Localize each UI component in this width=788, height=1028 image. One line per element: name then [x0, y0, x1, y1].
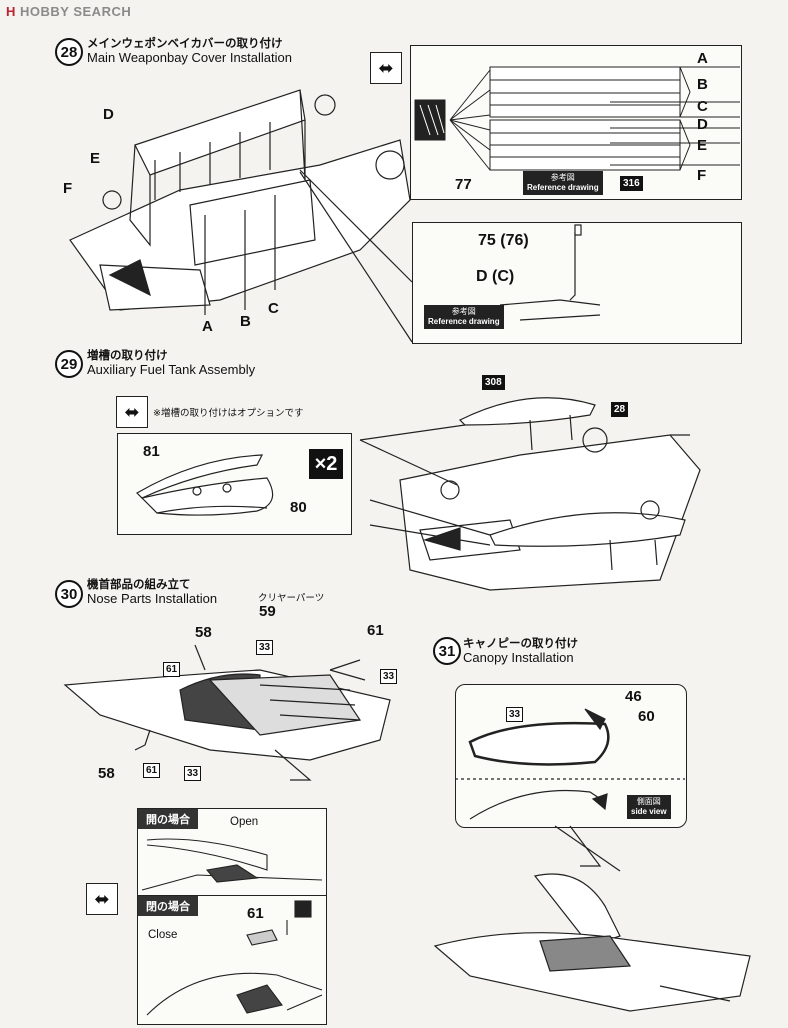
- step-30-title-en: Nose Parts Installation: [87, 591, 218, 606]
- part-59: 59: [259, 603, 276, 620]
- open-header-jp: 開の場合: [138, 809, 198, 829]
- close-header-jp: 閉の場合: [138, 896, 198, 916]
- close-part-61: 61: [247, 905, 264, 922]
- part-33-a: 33: [256, 640, 274, 655]
- step-28-label-a: A: [202, 318, 213, 335]
- ref-step-28: 28: [611, 402, 629, 417]
- inset-label-e: E: [697, 137, 708, 154]
- part-61-top-right: 61: [367, 622, 384, 639]
- detail-ref-d-c: D (C): [476, 268, 515, 285]
- step-28-illustration: [69, 89, 411, 315]
- step-29-title-en: Auxiliary Fuel Tank Assembly: [87, 362, 256, 377]
- open-canopy-illustration: [141, 838, 323, 891]
- detail-part-75-76: 75 (76): [478, 232, 529, 249]
- step-29-title-jp: 増槽の取り付け: [87, 348, 168, 362]
- close-label-en: Close: [148, 929, 178, 941]
- multiplier-badge: ×2: [309, 449, 343, 479]
- part-61-c: 61: [143, 763, 161, 778]
- step-31-title-jp: キャノピーの取り付け: [463, 636, 578, 650]
- inset-label-a: A: [697, 50, 708, 67]
- step-28-label-d: D: [103, 106, 114, 123]
- step-28-title-jp: メインウェポンベイカバーの取り付け: [87, 36, 283, 50]
- watermark-logo: H HOBBY SEARCH: [6, 4, 132, 19]
- open-label-en: Open: [230, 816, 259, 828]
- step-30-number: 30: [55, 580, 83, 608]
- inset-label-b: B: [697, 76, 708, 93]
- step-31-number: 31: [433, 637, 461, 665]
- step-28-title-en: Main Weaponbay Cover Installation: [87, 50, 292, 65]
- part-58-top: 58: [195, 624, 212, 641]
- step-29-aircraft-illustration: [359, 397, 701, 591]
- option-arrow-icon: ⬌: [86, 883, 118, 915]
- decal-316: 316: [620, 176, 643, 191]
- part-80: 80: [290, 499, 307, 516]
- inset-label-c: C: [697, 98, 708, 115]
- step-28-number: 28: [55, 38, 83, 66]
- part-33-c: 33: [184, 766, 202, 781]
- closed-canopy-illustration: [146, 900, 323, 1016]
- part-33-b: 33: [380, 669, 398, 684]
- inset-part-77: 77: [455, 176, 472, 193]
- inset-label-d: D: [697, 116, 708, 133]
- step-31-aircraft-illustration: [433, 825, 751, 1012]
- fuel-tank-illustration: [136, 454, 274, 516]
- step-29-number: 29: [55, 350, 83, 378]
- part-61-a: 61: [163, 662, 181, 677]
- step-29-note: ※増槽の取り付けはオプションです: [153, 408, 304, 419]
- optional-arrow-icon: ⬌: [116, 396, 148, 428]
- inset-label-f: F: [697, 167, 707, 184]
- step-28-label-e: E: [90, 150, 101, 167]
- step-31-title-en: Canopy Installation: [463, 650, 574, 665]
- decal-308: 308: [482, 375, 505, 390]
- part-33-canopy: 33: [506, 707, 524, 722]
- top-view-weaponbay-illustration: [414, 66, 740, 171]
- part-81: 81: [143, 443, 160, 460]
- part-60: 60: [638, 708, 655, 725]
- step-28-label-f: F: [63, 180, 73, 197]
- step-30-title-jp: 機首部品の組み立て: [87, 577, 191, 591]
- clear-parts-note: クリヤーパーツ: [258, 593, 325, 604]
- step-28-label-c: C: [268, 300, 279, 317]
- step-28-label-b: B: [240, 313, 251, 330]
- step-30-nose-illustration: [63, 644, 391, 781]
- canopy-illustration: [455, 708, 685, 820]
- alternate-arrow-icon: ⬌: [370, 52, 402, 84]
- part-46: 46: [625, 688, 642, 705]
- part-58-bottom: 58: [98, 765, 115, 782]
